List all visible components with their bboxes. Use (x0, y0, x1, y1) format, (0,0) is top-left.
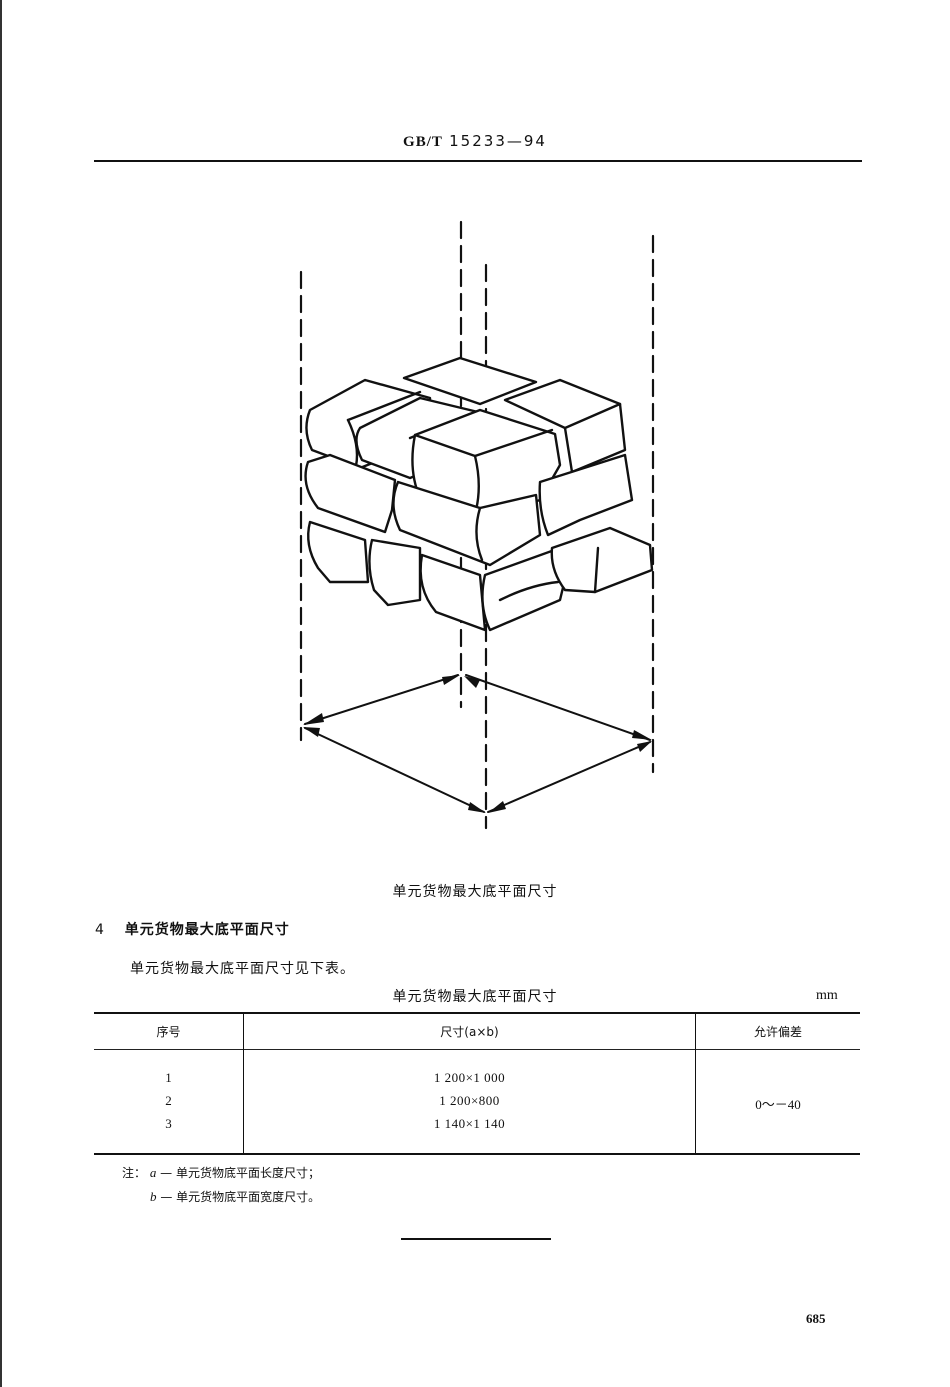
column-header-index: 序号 (156, 1025, 181, 1039)
section-paragraph: 单元货物最大底平面尺寸见下表。 (130, 961, 355, 977)
column-header-size: 尺寸(a×b) (440, 1025, 499, 1039)
table-rule-header (94, 1049, 860, 1050)
table-cell-index: 3 (165, 1116, 172, 1131)
standard-number: 15233—94 (449, 132, 547, 150)
note-symbol: b (150, 1189, 157, 1204)
table-cell-size: 1 200×800 (439, 1093, 500, 1108)
section-heading: 4 单元货物最大底平面尺寸 (95, 919, 290, 939)
dimension-lines (304, 674, 651, 813)
note-symbol: a (149, 1165, 157, 1180)
bag-stack (304, 356, 654, 632)
header-rule (94, 160, 862, 162)
note-row: b — 单元货物底平面宽度尺寸。 (122, 1185, 320, 1209)
note-prefix: 注： (122, 1166, 147, 1180)
table-cell-index: 2 (165, 1093, 172, 1108)
page-left-edge (0, 0, 2, 1387)
note-dash: — (160, 1190, 173, 1204)
end-rule (401, 1238, 551, 1240)
note-text: 单元货物底平面长度尺寸； (176, 1166, 321, 1180)
page-header: GB/T 15233—94 (0, 132, 950, 151)
table-rule-top (94, 1012, 860, 1014)
page-number: 685 (806, 1311, 826, 1326)
note-row: 注： a — 单元货物底平面长度尺寸； (122, 1161, 320, 1185)
table-cell-tolerance: 0～－40 (755, 1097, 801, 1112)
unit-load-figure (299, 220, 655, 830)
table-cell-size: 1 140×1 140 (433, 1116, 506, 1131)
table-cell-index: 1 (165, 1070, 172, 1085)
table-cell-size: 1 200×1 000 (433, 1070, 506, 1085)
table-divider (695, 1012, 696, 1154)
note-dash: — (160, 1166, 173, 1180)
figure-caption: 单元货物最大底平面尺寸 (392, 884, 558, 900)
table-title: 单元货物最大底平面尺寸 (392, 989, 558, 1005)
note-text: 单元货物底平面宽度尺寸。 (176, 1190, 321, 1204)
column-header-tolerance: 允许偏差 (753, 1025, 802, 1039)
arrowheads (303, 675, 652, 813)
table-notes: 注： a — 单元货物底平面长度尺寸； b — 单元货物底平面宽度尺寸。 (122, 1161, 320, 1209)
standard-code: GB/T (403, 134, 443, 150)
section-title-text: 单元货物最大底平面尺寸 (124, 922, 290, 938)
table-rule-bottom (94, 1153, 860, 1155)
section-number: 4 (95, 922, 105, 938)
table-divider (243, 1012, 244, 1154)
dimensions-table: 序号 尺寸(a×b) 允许偏差 1 1 200×1 000 2 1 200×80… (94, 1012, 860, 1155)
table-unit: mm (816, 988, 838, 1003)
